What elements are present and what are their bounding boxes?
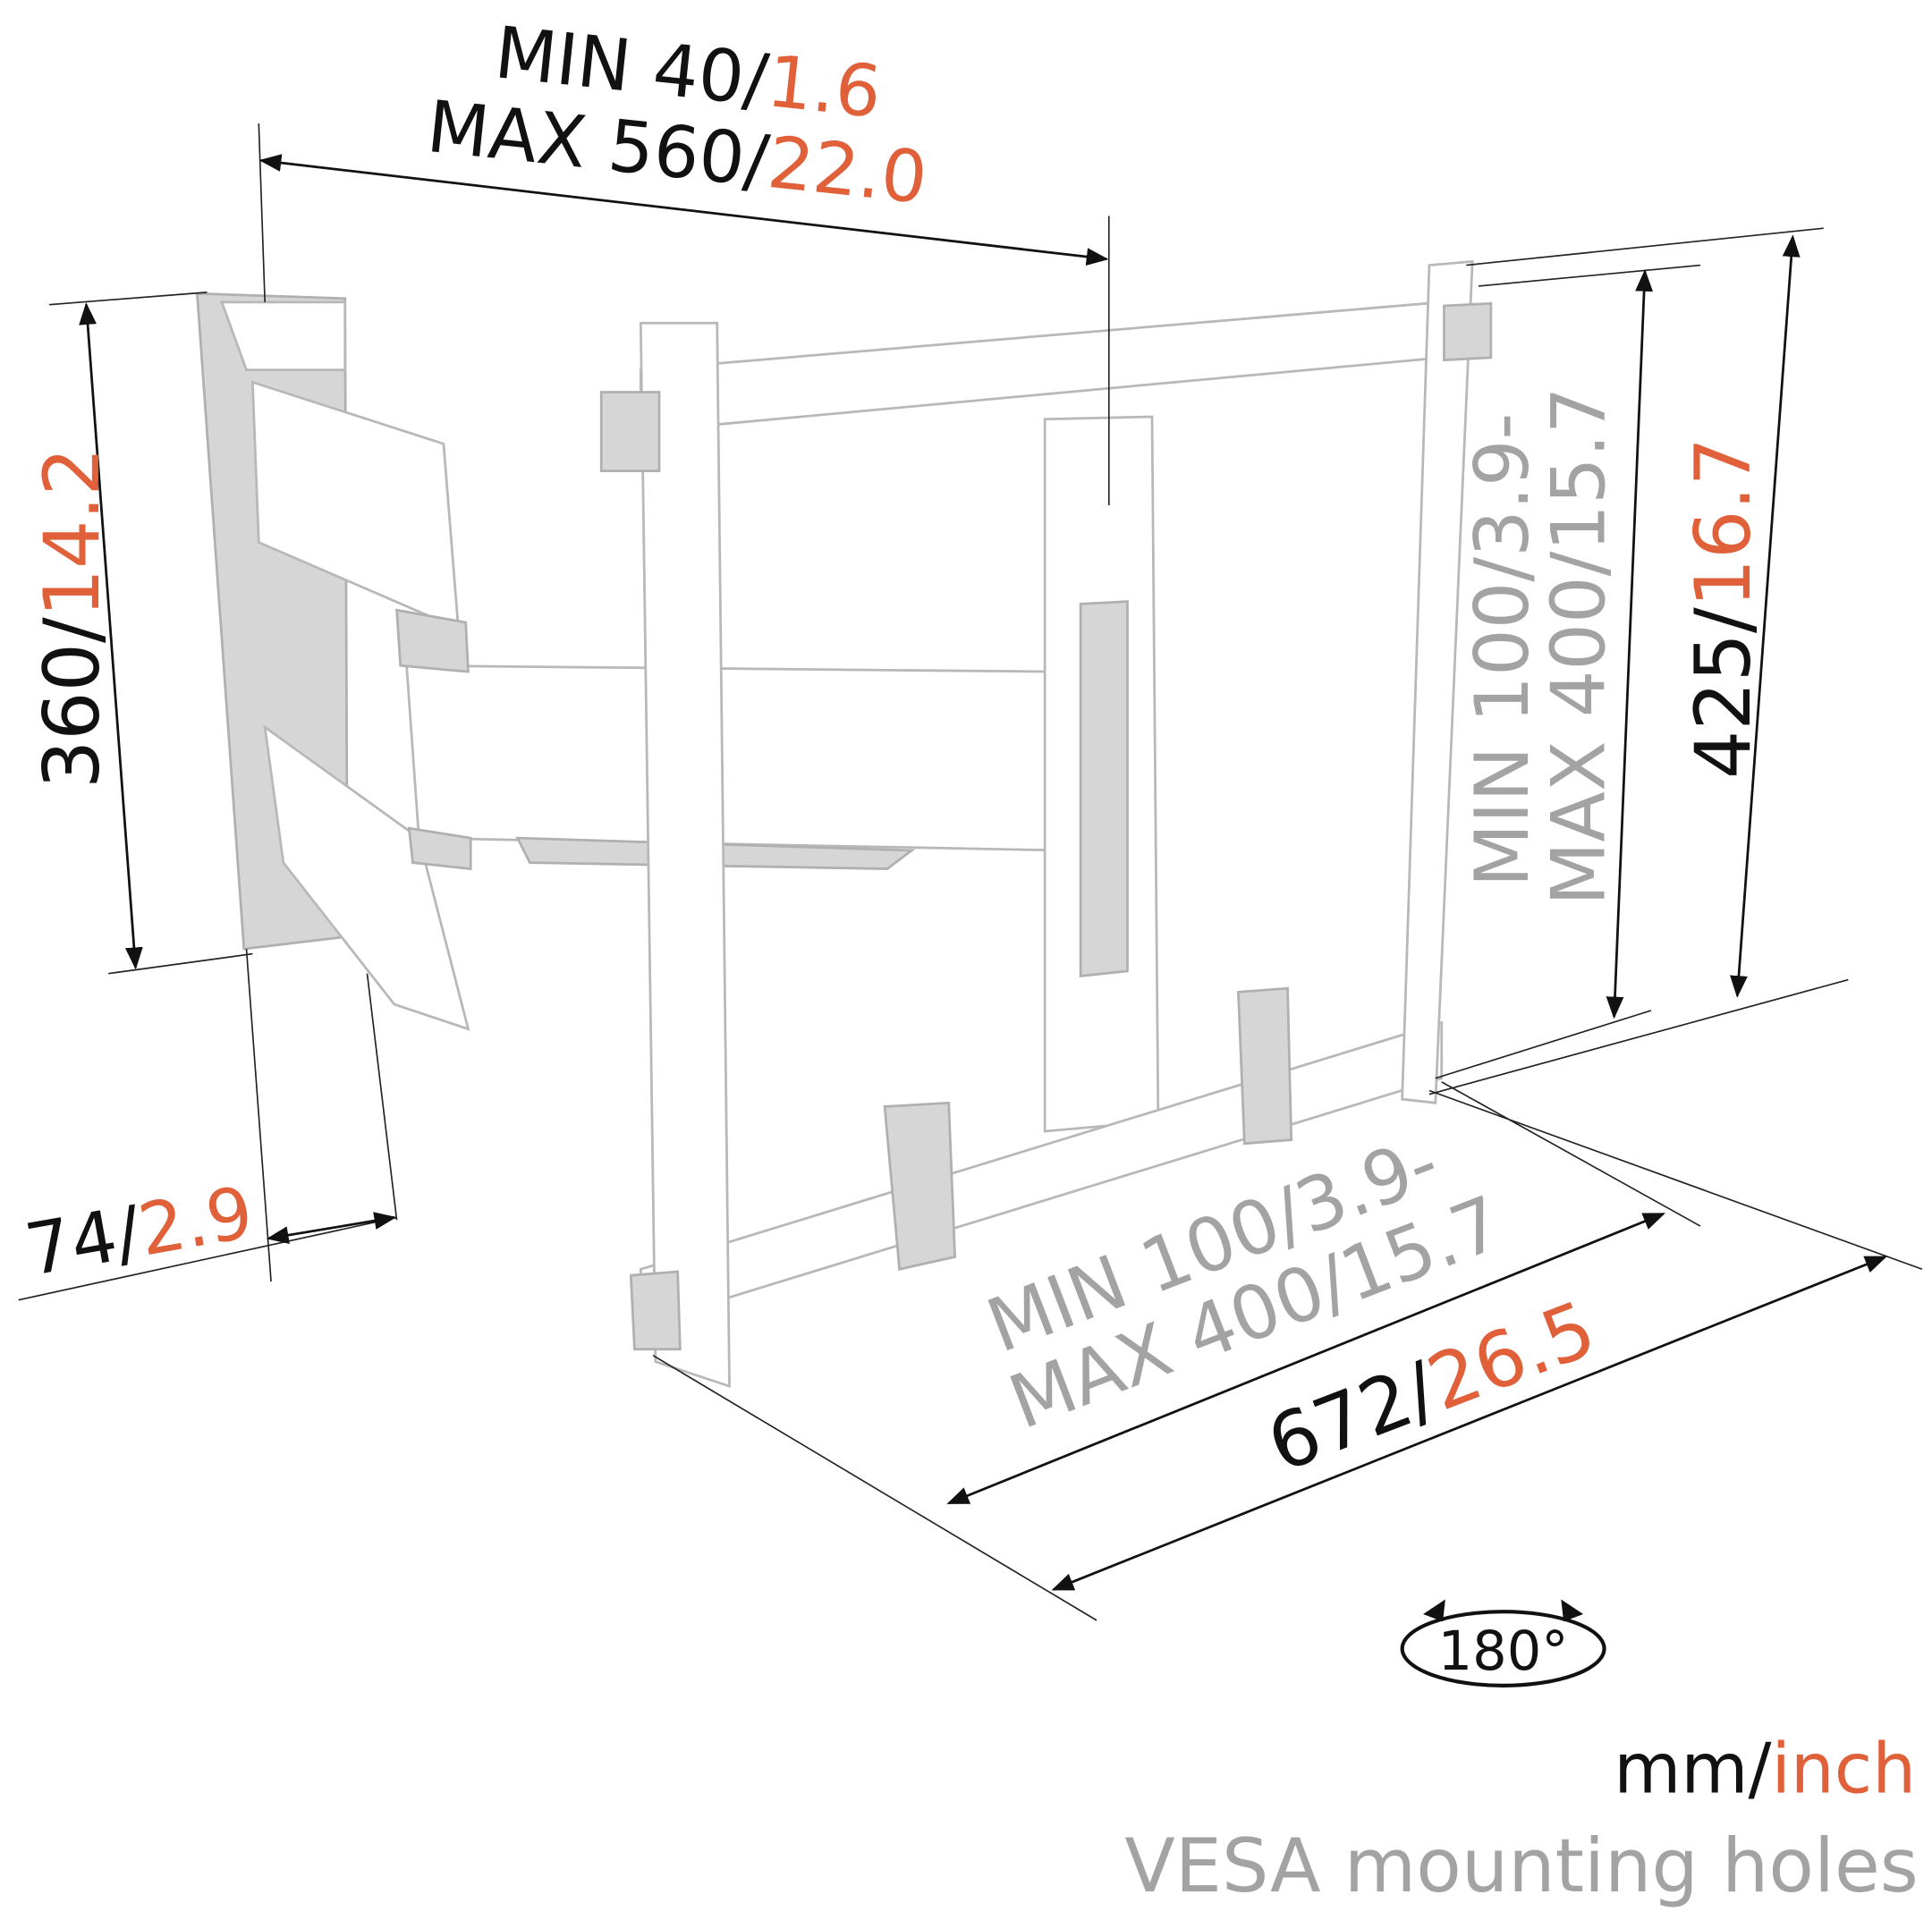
rotation-indicator: 180° xyxy=(1400,1599,1606,1687)
vesa-vertical-line1: MIN 100/3.9- xyxy=(1460,413,1546,888)
rotation-label: 180° xyxy=(1438,1620,1569,1683)
vesa-vertical-line2: MAX 400/15.7 xyxy=(1537,387,1623,906)
right-vesa-arm xyxy=(1401,259,1474,1104)
vesa-legend: VESA mounting holes xyxy=(1124,1823,1919,1909)
rotation-arrow-icon xyxy=(1400,1610,1606,1687)
right-clip-top xyxy=(1443,301,1493,362)
lower-arm xyxy=(263,724,470,1031)
total-height-label: 425/16.7 xyxy=(1680,437,1768,779)
tv-wall-bracket xyxy=(195,259,1493,1389)
arm-joint xyxy=(395,608,470,673)
left-vesa-arm xyxy=(639,321,731,1389)
units-legend: mm/inch xyxy=(1614,1730,1916,1810)
spacer-right xyxy=(1237,986,1293,1146)
wall-plate-face xyxy=(219,300,347,372)
left-clip-bottom xyxy=(629,1270,682,1351)
wall-height-label: 360/14.2 xyxy=(29,447,117,789)
arm-joint-lower xyxy=(407,826,472,871)
center-column-pad xyxy=(1079,600,1129,977)
main-arm xyxy=(405,664,1062,852)
depth-label: 74/2.9 xyxy=(20,1171,259,1292)
top-rail xyxy=(639,300,1444,434)
left-clip-top xyxy=(599,391,661,472)
dimension-lines xyxy=(18,123,1923,1621)
